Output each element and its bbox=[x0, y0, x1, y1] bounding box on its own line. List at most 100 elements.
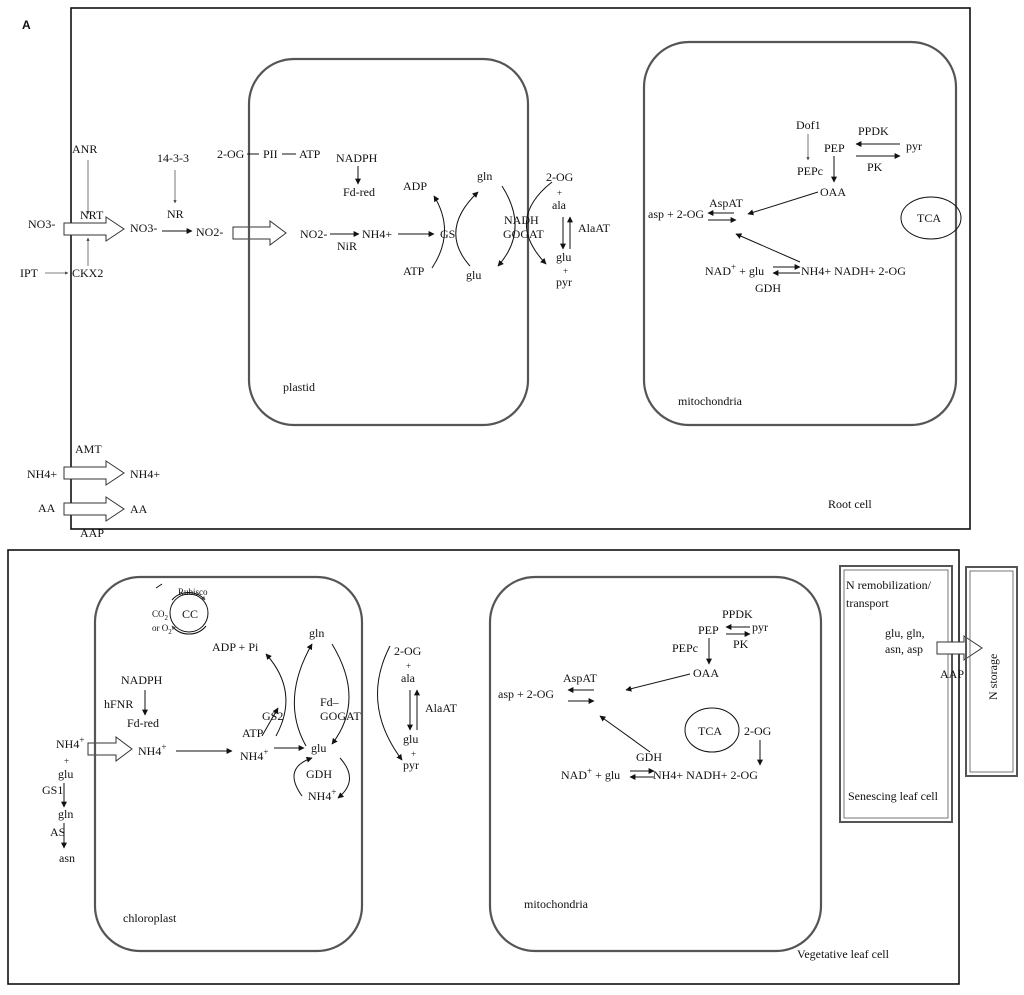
leaf-gogat-2og-curve bbox=[377, 645, 403, 761]
plastid-gogat: GOGAT bbox=[503, 227, 544, 241]
ipt-label: IPT bbox=[20, 266, 39, 280]
nir-label: NiR bbox=[337, 239, 357, 253]
chloro-adp-pi: ADP + Pi bbox=[212, 640, 259, 654]
leaf-asn: asn bbox=[59, 851, 75, 865]
leaf-nh4-transport-arrow bbox=[87, 736, 133, 762]
root-nad: NAD+ + glu bbox=[705, 262, 764, 278]
gs2-atp-adp-curve bbox=[265, 653, 287, 737]
root-oaa: OAA bbox=[820, 185, 846, 199]
gs2-glu-gln-curve bbox=[293, 643, 313, 747]
calvin-cycle-arc-bottom bbox=[171, 625, 207, 635]
senescing-label: Senescing leaf cell bbox=[848, 789, 939, 803]
chloroplast-boundary bbox=[93, 575, 364, 953]
root-mito-pyr: pyr bbox=[906, 139, 922, 153]
gs2-enzyme: GS2 bbox=[262, 709, 283, 723]
root-shuttle-glu: glu bbox=[556, 250, 571, 264]
plastid-nh4: NH4+ bbox=[362, 227, 392, 241]
leaf-aspat: AspAT bbox=[563, 671, 598, 685]
chloro-gdh: GDH bbox=[306, 767, 332, 781]
as-label: AS bbox=[50, 825, 65, 839]
leaf-mito-pyr: pyr bbox=[752, 620, 768, 634]
nrt-transport-arrow bbox=[63, 216, 125, 242]
leaf-tca-cycle bbox=[684, 707, 740, 753]
root-pepc: PEPc bbox=[797, 164, 823, 178]
plastid-nadph: NADPH bbox=[336, 151, 378, 165]
root-pep: PEP bbox=[824, 141, 845, 155]
o2-label: or O2 bbox=[152, 623, 172, 636]
gs1-label: GS1 bbox=[42, 783, 63, 797]
rubisco-tick bbox=[155, 583, 163, 589]
no3-external: NO3- bbox=[28, 217, 55, 231]
calvin-cycle-circle bbox=[169, 593, 209, 633]
aa-external: AA bbox=[38, 501, 56, 515]
leaf-alaat: AlaAT bbox=[425, 701, 458, 715]
leaf-shuttle-plus2: + bbox=[411, 749, 416, 759]
leaf-tca-2og: 2-OG bbox=[744, 724, 772, 738]
plastid-fdred: Fd-red bbox=[343, 185, 375, 199]
n-storage-inner bbox=[969, 570, 1014, 773]
root-gdh: GDH bbox=[755, 281, 781, 295]
chloro-fdred: Fd-red bbox=[127, 716, 159, 730]
root-gdh-aspat-arrow bbox=[735, 233, 801, 263]
leaf-mitochondria-boundary bbox=[488, 575, 823, 953]
root-pk: PK bbox=[867, 160, 883, 174]
leaf-shuttle-pyr: pyr bbox=[403, 758, 419, 772]
root-asp-2og: asp + 2-OG bbox=[648, 207, 704, 221]
plastid-atp: ATP bbox=[403, 264, 425, 278]
aa-list-2: asn, asp bbox=[885, 642, 923, 656]
amt-transport-arrow bbox=[63, 460, 125, 486]
ckx2-label: CKX2 bbox=[72, 266, 103, 280]
plastid-adp: ADP bbox=[403, 179, 427, 193]
chloro-nh4: NH4+ bbox=[138, 742, 166, 758]
leaf-pep: PEP bbox=[698, 623, 719, 637]
remob-line1: N remobilization/ bbox=[846, 578, 932, 592]
root-tca: TCA bbox=[917, 211, 941, 225]
leaf-gdh-aspat-arrow bbox=[599, 715, 651, 753]
senescing-aap: AAP bbox=[940, 667, 964, 681]
pii-atp: ATP bbox=[299, 147, 321, 161]
nh4-external: NH4+ bbox=[27, 467, 57, 481]
leaf-shuttle-ala: ala bbox=[401, 671, 416, 685]
leaf-shuttle-glu: glu bbox=[403, 732, 418, 746]
rubisco-label: Rubisco bbox=[178, 587, 208, 597]
chloro-glu: glu bbox=[311, 741, 326, 755]
root-tca-cycle bbox=[900, 196, 962, 240]
n-storage-boundary bbox=[965, 566, 1018, 777]
leaf-plus: + bbox=[64, 756, 69, 766]
dof1-label: Dof1 bbox=[796, 118, 821, 132]
cc-label: CC bbox=[182, 607, 198, 621]
chloro-gogat: GOGAT bbox=[320, 709, 361, 723]
plastid-label: plastid bbox=[283, 380, 315, 394]
leaf-shuttle-plus1: + bbox=[406, 661, 411, 671]
gogat-gln-glu-curve bbox=[497, 185, 516, 267]
chloro-fd: Fd– bbox=[320, 695, 340, 709]
plastid-boundary bbox=[247, 57, 530, 427]
leaf-oaa: OAA bbox=[693, 666, 719, 680]
plastid-nadh: NADH bbox=[504, 213, 539, 227]
root-shuttle-ala: ala bbox=[552, 198, 567, 212]
leaf-nh4-external: NH4+ bbox=[56, 735, 84, 751]
leaf-gdh: GDH bbox=[636, 750, 662, 764]
gdh-left-curve bbox=[293, 756, 313, 797]
root-mitochondria-boundary bbox=[642, 40, 958, 427]
gs-atp-adp-curve bbox=[431, 195, 445, 269]
leaf-gln: gln bbox=[58, 807, 73, 821]
root-shuttle-plus2: + bbox=[563, 266, 568, 276]
leaf-tca: TCA bbox=[698, 724, 722, 738]
leaf-oaa-aspat-arrow bbox=[625, 673, 691, 692]
gs-glu-gln-curve bbox=[455, 191, 479, 267]
chloro-atp-gs2-arrow bbox=[261, 707, 279, 737]
plastid-no2: NO2- bbox=[300, 227, 327, 241]
root-shuttle-plus1: + bbox=[557, 188, 562, 198]
plastid-2og: 2-OG bbox=[217, 147, 245, 161]
aa-list-1: glu, gln, bbox=[885, 626, 925, 640]
leaf-asp-2og: asp + 2-OG bbox=[498, 687, 554, 701]
senescing-cell-boundary bbox=[839, 565, 953, 823]
chloro-gln: gln bbox=[309, 626, 324, 640]
chloro-nadph: NADPH bbox=[121, 673, 163, 687]
amt-label: AMT bbox=[75, 442, 102, 456]
root-cell-label: Root cell bbox=[828, 497, 872, 511]
root-aspat: AspAT bbox=[709, 196, 744, 210]
leaf-mito-label: mitochondria bbox=[524, 897, 589, 911]
